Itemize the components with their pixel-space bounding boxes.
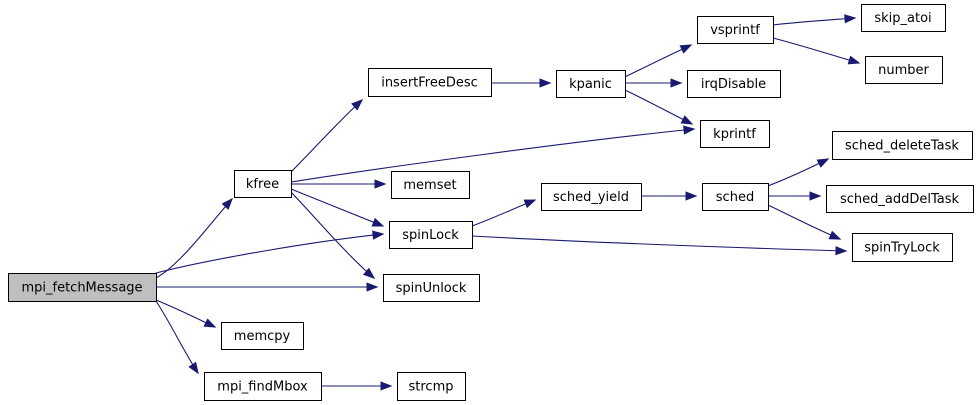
node-mpi_fetchMessage[interactable]: mpi_fetchMessage xyxy=(8,273,157,302)
edge-kpanic-to-vsprintf xyxy=(624,44,692,78)
node-box-sched[interactable] xyxy=(702,183,769,211)
edge-vsprintf-to-skip_atoi xyxy=(772,17,856,26)
node-label-mpi_fetchMessage: mpi_fetchMessage xyxy=(21,281,142,296)
arrowhead-mpi_fetchMessage-to-spinUnlock xyxy=(366,282,379,292)
node-strcmp[interactable]: strcmp xyxy=(397,372,466,401)
node-box-strcmp[interactable] xyxy=(397,372,466,401)
edge-mpi_fetchMessage-to-spinLock xyxy=(155,233,384,274)
node-box-sched_addDelTask[interactable] xyxy=(826,185,974,213)
node-label-sched: sched xyxy=(716,190,754,205)
edge-mpi_fetchMessage-to-kfree xyxy=(155,198,233,279)
edge-kfree-to-kprintf xyxy=(290,128,695,183)
node-kpanic[interactable]: kpanic xyxy=(556,70,626,98)
node-sched_deleteTask[interactable]: sched_deleteTask xyxy=(832,131,973,160)
arrowhead-mpi_findMbox-to-strcmp xyxy=(380,381,393,391)
node-label-number: number xyxy=(878,63,929,78)
edge-kpanic-to-kprintf xyxy=(624,89,693,125)
edge-kfree-to-spinUnlock xyxy=(290,191,375,279)
node-label-spinLock: spinLock xyxy=(402,228,459,243)
arrowhead-insertFreeDesc-to-kpanic xyxy=(539,78,552,88)
edge-mpi_fetchMessage-to-mpi_findMbox xyxy=(155,300,199,374)
node-box-insertFreeDesc[interactable] xyxy=(368,68,492,97)
node-box-kprintf[interactable] xyxy=(700,120,770,148)
arrowhead-sched_yield-to-sched xyxy=(685,191,698,201)
arrowhead-mpi_fetchMessage-to-mpi_findMbox xyxy=(188,361,199,375)
arrowhead-kfree-to-insertFreeDesc xyxy=(351,98,364,111)
arrowhead-kpanic-to-kprintf xyxy=(680,115,694,125)
node-label-kprintf: kprintf xyxy=(713,127,756,142)
node-box-memset[interactable] xyxy=(391,171,470,199)
node-vsprintf[interactable]: vsprintf xyxy=(697,16,774,44)
node-sched[interactable]: sched xyxy=(702,183,769,211)
arrowhead-mpi_fetchMessage-to-memcpy xyxy=(203,318,217,328)
arrowhead-kfree-to-spinLock xyxy=(371,217,385,227)
node-label-memset: memset xyxy=(403,178,456,193)
node-label-spinTryLock: spinTryLock xyxy=(864,241,940,256)
node-mpi_findMbox[interactable]: mpi_findMbox xyxy=(204,372,322,401)
node-box-kfree[interactable] xyxy=(234,170,292,198)
node-label-memcpy: memcpy xyxy=(234,329,291,344)
node-irqDisable[interactable]: irqDisable xyxy=(687,70,781,98)
node-label-vsprintf: vsprintf xyxy=(710,23,760,38)
node-label-kpanic: kpanic xyxy=(569,77,612,92)
node-label-sched_deleteTask: sched_deleteTask xyxy=(845,139,959,154)
arrowhead-kpanic-to-irqDisable xyxy=(670,78,683,88)
node-label-kfree: kfree xyxy=(246,177,279,192)
node-kprintf[interactable]: kprintf xyxy=(700,120,770,148)
arrowhead-kpanic-to-vsprintf xyxy=(679,44,693,54)
node-label-insertFreeDesc: insertFreeDesc xyxy=(381,76,478,91)
edge-kfree-to-insertFreeDesc xyxy=(290,99,363,173)
node-label-skip_atoi: skip_atoi xyxy=(874,11,931,26)
node-box-spinUnlock[interactable] xyxy=(383,274,480,302)
node-box-skip_atoi[interactable] xyxy=(861,4,946,32)
node-box-number[interactable] xyxy=(865,56,943,84)
node-spinTryLock[interactable]: spinTryLock xyxy=(852,233,953,262)
node-insertFreeDesc[interactable]: insertFreeDesc xyxy=(368,68,492,97)
arrowhead-vsprintf-to-skip_atoi xyxy=(844,14,857,24)
node-box-sched_yield[interactable] xyxy=(541,183,642,211)
node-skip_atoi[interactable]: skip_atoi xyxy=(861,4,946,32)
arrowhead-kfree-to-kprintf xyxy=(683,125,696,135)
arrowhead-sched-to-sched_deleteTask xyxy=(816,158,830,168)
node-spinLock[interactable]: spinLock xyxy=(389,221,473,249)
arrowhead-kfree-to-spinUnlock xyxy=(363,267,376,279)
node-box-spinTryLock[interactable] xyxy=(852,233,953,262)
node-box-kpanic[interactable] xyxy=(556,70,626,98)
nodes-layer: mpi_fetchMessage kfree memcpy mpi_findMbox s… xyxy=(8,4,974,401)
arrowhead-spinLock-to-spinTryLock xyxy=(835,246,848,256)
edges-layer xyxy=(155,14,861,391)
node-box-vsprintf[interactable] xyxy=(697,16,774,44)
node-box-mpi_findMbox[interactable] xyxy=(204,372,322,401)
node-sched_yield[interactable]: sched_yield xyxy=(541,183,642,211)
arrowhead-mpi_fetchMessage-to-kfree xyxy=(221,197,233,210)
node-label-strcmp: strcmp xyxy=(409,380,454,395)
node-memset[interactable]: memset xyxy=(391,171,470,199)
node-kfree[interactable]: kfree xyxy=(234,170,292,198)
node-box-spinLock[interactable] xyxy=(389,221,473,249)
node-label-sched_addDelTask: sched_addDelTask xyxy=(840,192,960,207)
arrowhead-sched-to-sched_addDelTask xyxy=(809,191,822,201)
node-label-mpi_findMbox: mpi_findMbox xyxy=(217,380,308,395)
node-box-mpi_fetchMessage[interactable] xyxy=(8,273,157,302)
edge-spinLock-to-spinTryLock xyxy=(471,235,847,252)
node-label-irqDisable: irqDisable xyxy=(701,77,766,92)
node-box-irqDisable[interactable] xyxy=(687,70,781,98)
node-spinUnlock[interactable]: spinUnlock xyxy=(383,274,480,302)
node-memcpy[interactable]: memcpy xyxy=(221,322,304,350)
node-label-sched_yield: sched_yield xyxy=(553,190,629,205)
arrowhead-kfree-to-memset xyxy=(374,179,387,189)
node-number[interactable]: number xyxy=(865,56,943,84)
arrowhead-mpi_fetchMessage-to-spinLock xyxy=(372,230,385,240)
node-box-memcpy[interactable] xyxy=(221,322,304,350)
arrowhead-sched-to-spinTryLock xyxy=(828,230,842,240)
arrowhead-vsprintf-to-number xyxy=(847,55,861,65)
arrowhead-spinLock-to-sched_yield xyxy=(523,199,537,209)
node-sched_addDelTask[interactable]: sched_addDelTask xyxy=(826,185,974,213)
edge-vsprintf-to-number xyxy=(772,37,860,64)
node-box-sched_deleteTask[interactable] xyxy=(832,131,973,160)
node-label-spinUnlock: spinUnlock xyxy=(396,281,467,296)
